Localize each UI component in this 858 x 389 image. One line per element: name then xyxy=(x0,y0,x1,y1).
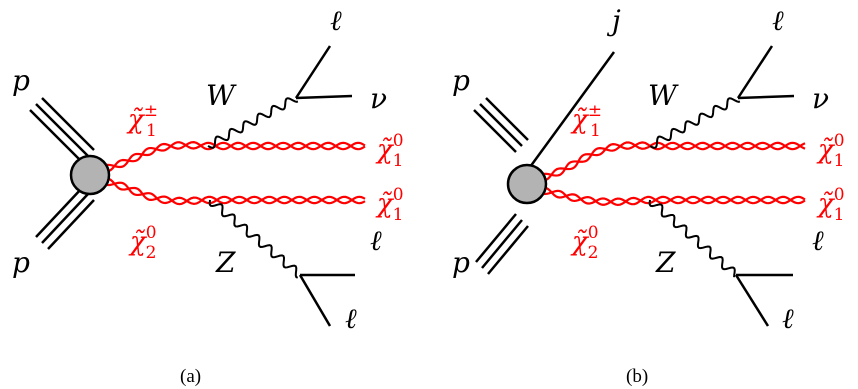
interaction-vertex xyxy=(506,163,548,205)
neutrino-label: ν xyxy=(370,82,387,115)
w-label: W xyxy=(648,79,679,112)
proton-lines-bottom xyxy=(35,187,95,250)
proton-lines-top xyxy=(473,97,529,153)
interaction-vertex xyxy=(69,154,111,196)
z-label: Z xyxy=(655,246,676,279)
proton-label-bottom: p xyxy=(452,246,470,279)
caption-a: (a) xyxy=(180,366,201,387)
lepton-label-top: ℓ xyxy=(330,4,342,37)
neutralino-strand-1 xyxy=(99,177,366,206)
chargino-strand-0 xyxy=(536,141,806,182)
sparticle-lines xyxy=(536,141,806,207)
lepton-label-bottom: ℓ xyxy=(782,302,794,335)
sparticle-lines xyxy=(99,141,366,206)
lepton-label-bottom: ℓ xyxy=(345,302,357,335)
lepton-label-top: ℓ xyxy=(772,4,784,37)
proton-label-top: p xyxy=(12,64,30,97)
caption-b: (b) xyxy=(626,366,648,387)
proton-label-top: p xyxy=(452,64,470,97)
z-label: Z xyxy=(215,246,236,279)
proton-label-bottom: p xyxy=(12,246,30,279)
proton-lines-bottom xyxy=(475,213,529,275)
chargino-label: χ̃±1 xyxy=(570,101,602,141)
neutralino-strand-1 xyxy=(536,186,806,207)
z-boson-line xyxy=(208,199,299,279)
z-boson-line xyxy=(648,199,736,278)
jet-label: j xyxy=(606,4,621,37)
lepton-lines xyxy=(734,45,795,327)
jet-line xyxy=(520,51,616,179)
chargino-strand-1 xyxy=(536,141,806,180)
lepton-label-mid: ℓ xyxy=(370,224,382,257)
w-boson-line xyxy=(649,97,741,149)
w-label: W xyxy=(206,79,237,112)
w-boson-line xyxy=(207,97,299,149)
chargino-strand-1 xyxy=(99,141,366,171)
lepton-label-mid: ℓ xyxy=(812,224,824,257)
chargino-label: χ̃±1 xyxy=(126,101,158,141)
neutrino-label: ν xyxy=(812,82,829,115)
proton-lines-top xyxy=(29,97,95,163)
lepton-lines xyxy=(294,45,355,327)
